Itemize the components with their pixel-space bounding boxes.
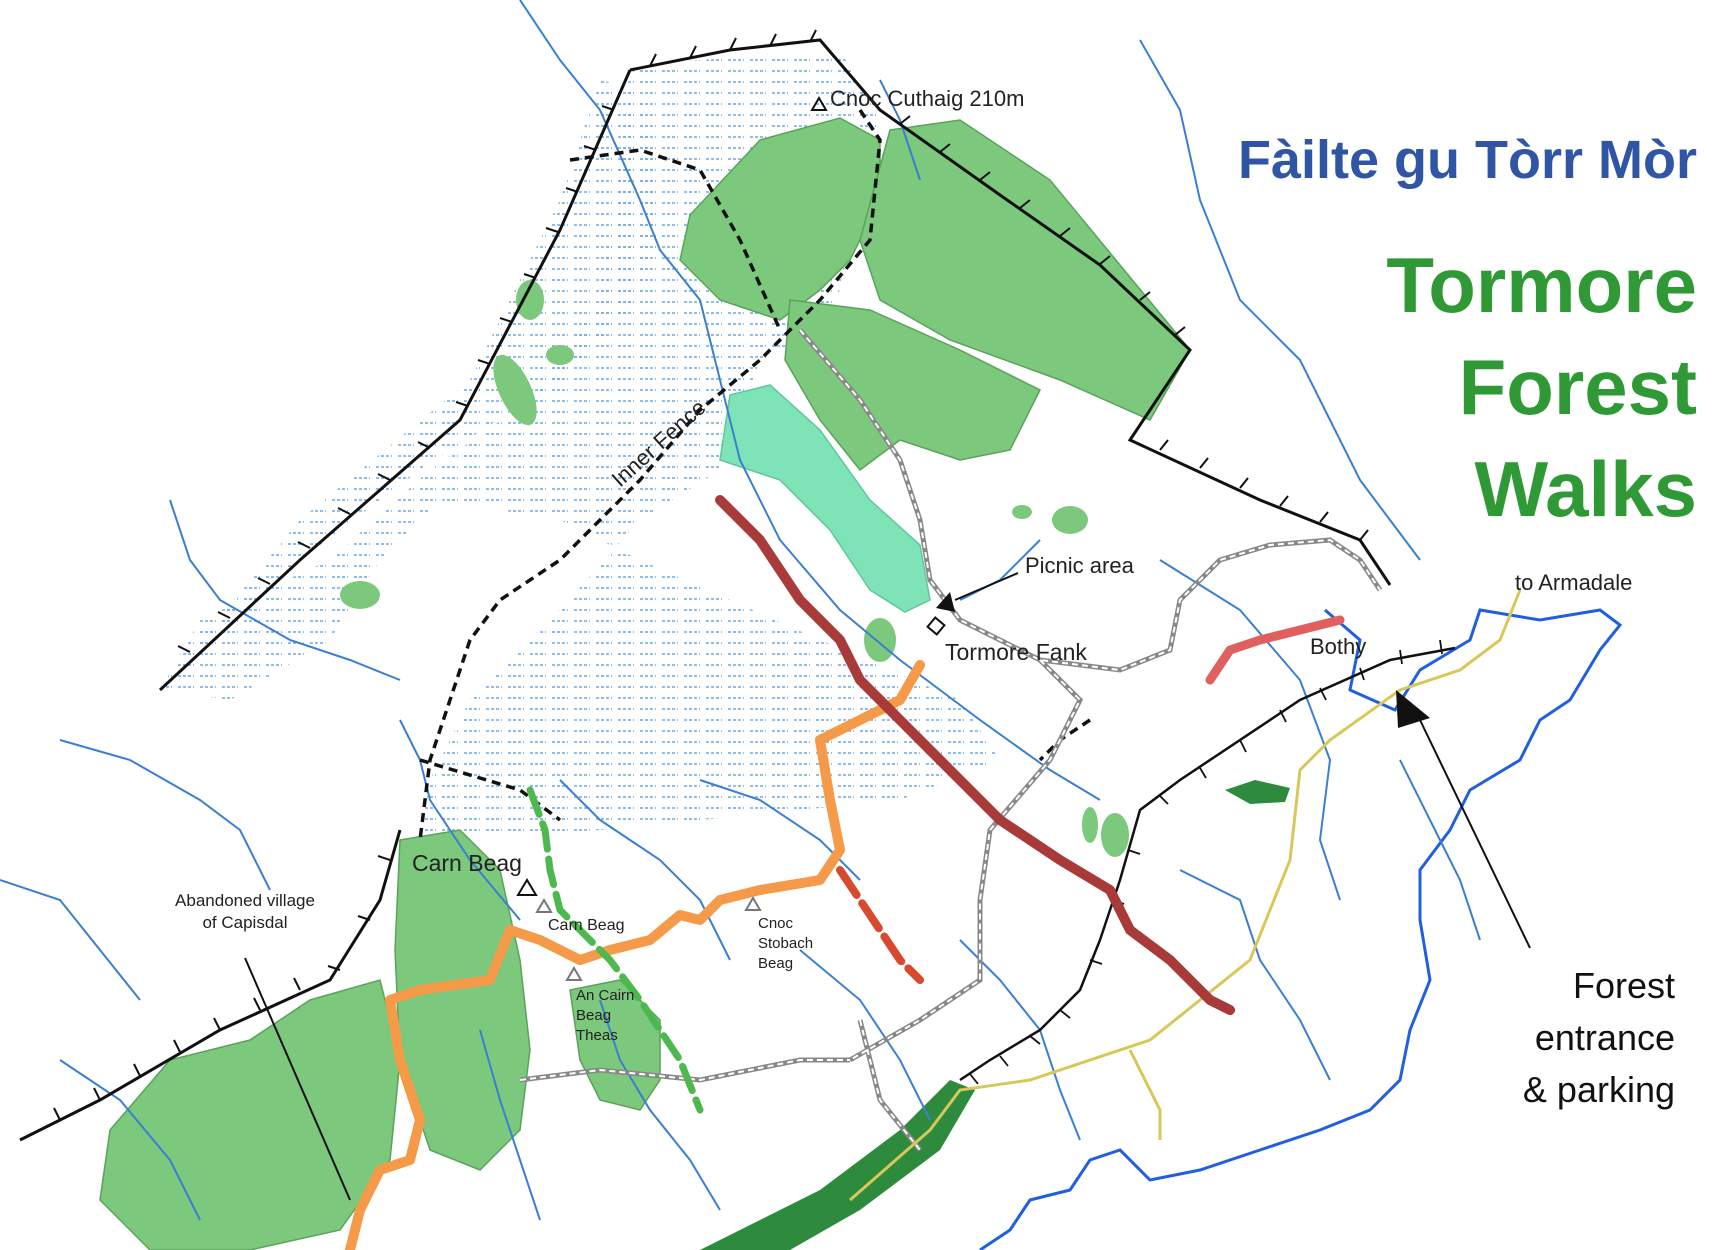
forest-patch <box>493 354 537 426</box>
forest-patch <box>1052 506 1088 534</box>
coastline <box>979 608 1623 1250</box>
label-an-cairn-2: Beag <box>576 1007 611 1024</box>
forest-patch <box>1082 807 1098 843</box>
label-forest-entrance-1: Forest <box>1573 965 1675 1006</box>
dark-forest-patch <box>1225 780 1290 804</box>
moorland-area-west <box>160 80 660 690</box>
forest-block-north <box>679 117 881 321</box>
label-carn-beag-hill: Carn Beag <box>412 850 522 876</box>
forest-patch <box>1012 505 1032 519</box>
summit-triangle <box>535 898 553 913</box>
label-to-armadale: to Armadale <box>1515 570 1632 595</box>
title-walks: Walks <box>1474 445 1697 533</box>
label-cnoc-stobach-2: Stobach <box>758 935 813 952</box>
picnic-arrow-icon <box>936 592 955 612</box>
title-tormore: Tormore <box>1386 241 1697 329</box>
hill-markers <box>516 96 828 981</box>
label-bothy: Bothy <box>1310 634 1366 659</box>
young-forest <box>719 384 931 613</box>
forest-patch <box>864 618 896 662</box>
fank-icon <box>926 616 946 636</box>
parking-pointer <box>1419 719 1531 949</box>
picnic-area-pointer <box>954 572 1019 601</box>
pink-walk-route <box>1205 615 1345 685</box>
label-forest-entrance-3: & parking <box>1523 1069 1675 1110</box>
red-walk-route <box>715 495 1235 1015</box>
orange-walk-route <box>345 660 925 1250</box>
label-carn-beag: Carn Beag <box>548 917 625 934</box>
forest-patch <box>516 280 544 320</box>
label-picnic-area: Picnic area <box>1025 553 1135 578</box>
forest-block-southwest <box>99 979 401 1250</box>
forest-patch <box>546 345 574 365</box>
forest-block-central <box>784 299 1042 472</box>
gaelic-title: Fàilte gu Tòrr Mòr <box>1238 130 1697 190</box>
summit-triangle <box>565 966 583 981</box>
public-road-ticks <box>969 639 1443 1085</box>
outer-fence <box>19 38 1392 1142</box>
forest-tracks-inner <box>519 329 1381 1151</box>
public-road <box>959 646 1456 1082</box>
forest-patch <box>1101 813 1129 857</box>
label-cnoc-stobach-3: Beag <box>758 955 793 972</box>
label-cnoc-cuthaig: Cnoc Cuthaig 210m <box>830 86 1024 111</box>
label-cnoc-stobach-1: Cnoc <box>758 915 794 932</box>
summit-triangle <box>810 96 828 111</box>
title-forest: Forest <box>1459 343 1697 431</box>
dark-forest-strip <box>700 1080 975 1250</box>
label-an-cairn-1: An Cairn <box>576 987 634 1004</box>
village-pointer <box>244 957 351 1201</box>
label-forest-entrance-2: entrance <box>1535 1017 1675 1058</box>
summit-triangle <box>516 878 538 896</box>
green-walk-route <box>526 786 704 1114</box>
label-abandoned-village-2: of Capisdal <box>202 913 287 932</box>
label-an-cairn-3: Theas <box>576 1027 618 1044</box>
outer-fence-ticks <box>53 29 1369 1121</box>
parking-arrow-icon <box>1396 690 1430 728</box>
red-dashed-walk-route <box>836 866 924 984</box>
forest-patch <box>340 581 380 609</box>
forest-block-northeast <box>859 119 1191 421</box>
yellow-tracks <box>849 589 1522 1202</box>
label-tormore-fank: Tormore Fank <box>945 639 1087 665</box>
label-abandoned-village-1: Abandoned village <box>175 891 315 910</box>
summit-triangle <box>744 896 762 911</box>
